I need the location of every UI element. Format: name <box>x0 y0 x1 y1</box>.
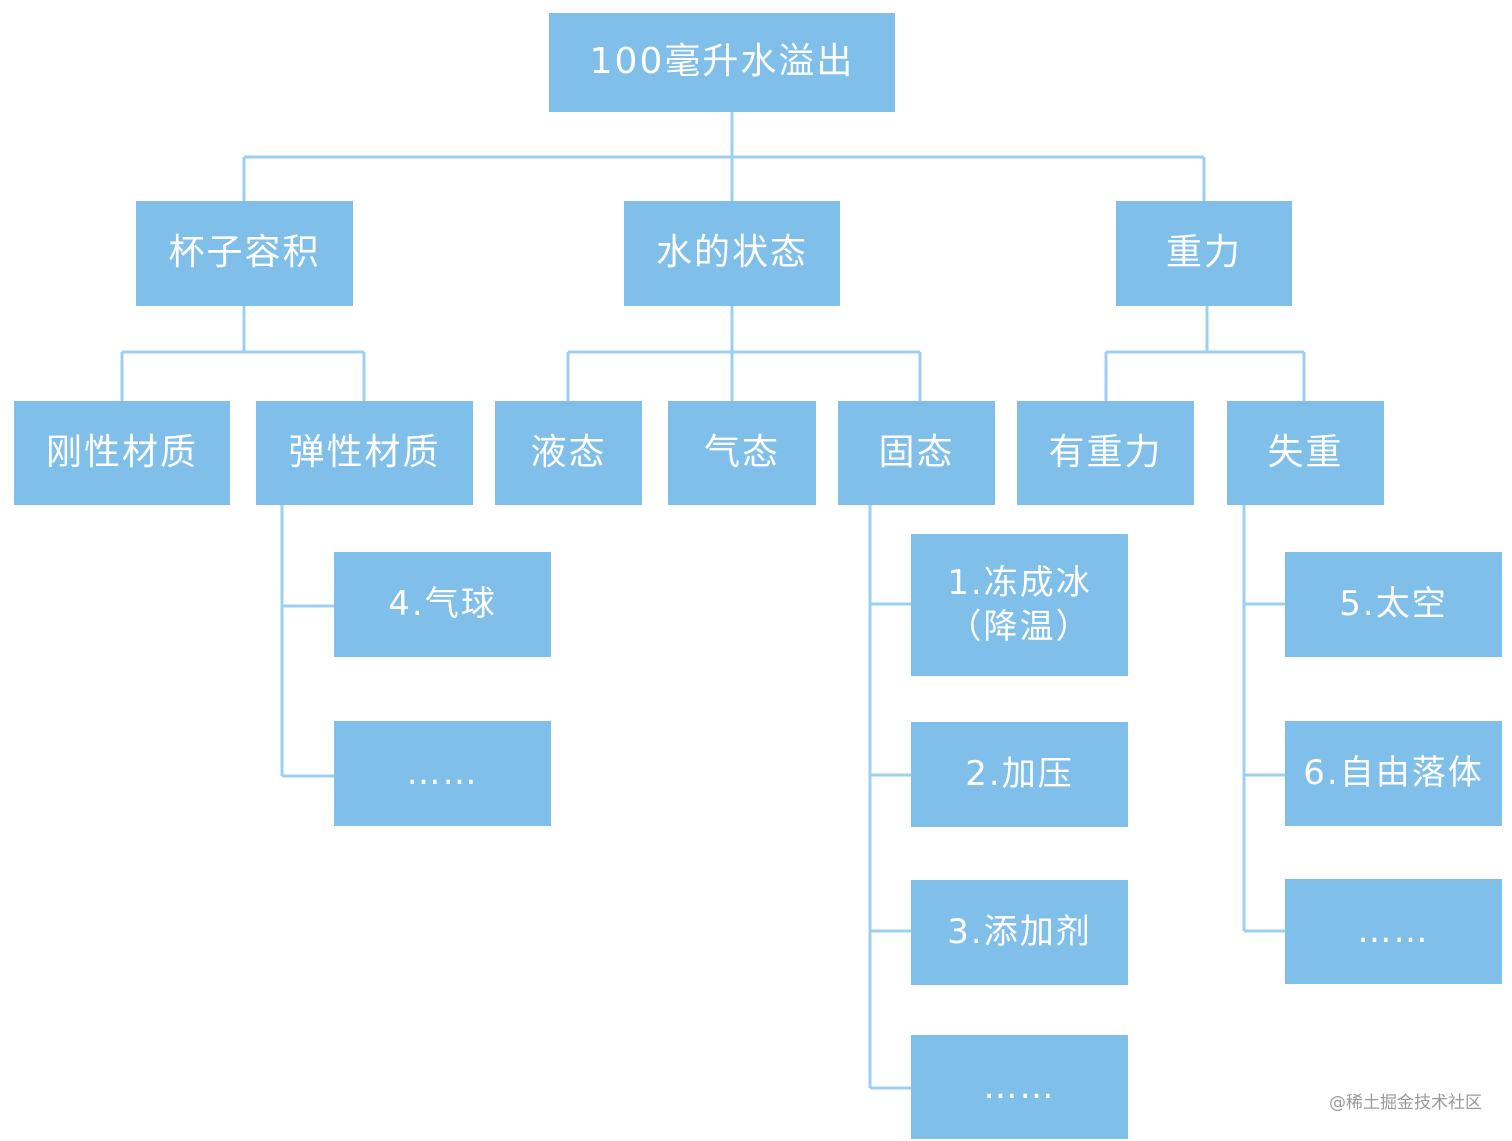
node-pressure: 2.加压 <box>911 722 1128 827</box>
node-space: 5.太空 <box>1285 552 1502 657</box>
node-with-gravity-label: 有重力 <box>1048 431 1163 473</box>
connector-cup <box>120 306 366 402</box>
connector-root <box>242 112 1206 202</box>
node-elastic-more-label: …… <box>406 753 479 794</box>
node-balloon: 4.气球 <box>334 552 551 657</box>
node-solid-more: …… <box>911 1035 1128 1139</box>
node-root-label: 100毫升水溢出 <box>589 41 855 83</box>
node-weightless: 失重 <box>1227 401 1384 505</box>
node-weightless-label: 失重 <box>1267 431 1344 473</box>
node-root: 100毫升水溢出 <box>549 13 895 112</box>
node-rigid-material-label: 刚性材质 <box>45 431 198 473</box>
connector-solid <box>868 505 912 1090</box>
node-additive: 3.添加剂 <box>911 880 1128 985</box>
node-water-state-label: 水的状态 <box>655 232 808 274</box>
node-space-label: 5.太空 <box>1339 584 1448 625</box>
node-gravity: 重力 <box>1116 201 1292 306</box>
node-gas-label: 气态 <box>703 431 780 473</box>
node-water-state: 水的状态 <box>624 201 840 306</box>
node-rigid-material: 刚性材质 <box>14 401 230 505</box>
node-liquid-label: 液态 <box>530 431 607 473</box>
node-gravity-label: 重力 <box>1165 232 1242 274</box>
node-pressure-label: 2.加压 <box>965 754 1074 795</box>
node-solid: 固态 <box>838 401 995 505</box>
node-elastic-material-label: 弹性材质 <box>288 431 441 473</box>
node-solid-label: 固态 <box>878 431 955 473</box>
connector-weightless <box>1242 505 1286 933</box>
node-weightless-more-label: …… <box>1357 911 1430 952</box>
node-free-fall: 6.自由落体 <box>1285 721 1502 826</box>
node-cup-volume-label: 杯子容积 <box>168 232 321 274</box>
node-elastic-material: 弹性材质 <box>256 401 473 505</box>
node-liquid: 液态 <box>495 401 642 505</box>
node-gas: 气态 <box>668 401 816 505</box>
connector-elastic <box>280 505 336 778</box>
node-cup-volume: 杯子容积 <box>136 201 353 306</box>
connector-water <box>566 306 922 402</box>
node-balloon-label: 4.气球 <box>388 584 497 625</box>
watermark: @稀土掘金技术社区 <box>1329 1093 1482 1113</box>
node-weightless-more: …… <box>1285 879 1502 984</box>
node-freeze-label: 1.冻成冰 （降温） <box>947 562 1092 647</box>
node-solid-more-label: …… <box>983 1066 1056 1107</box>
node-elastic-more: …… <box>334 721 551 826</box>
node-freeze: 1.冻成冰 （降温） <box>911 534 1128 676</box>
node-free-fall-label: 6.自由落体 <box>1303 753 1484 794</box>
connector-gravity <box>1104 306 1306 402</box>
node-additive-label: 3.添加剂 <box>947 912 1092 953</box>
node-with-gravity: 有重力 <box>1017 401 1194 505</box>
